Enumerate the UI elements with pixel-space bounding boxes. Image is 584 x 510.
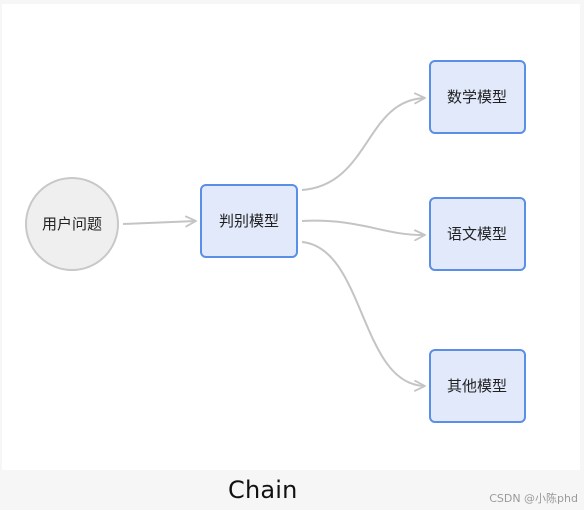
watermark: CSDN @小陈phd <box>489 492 578 505</box>
edge-judge-to-math <box>301 92 426 191</box>
node-user-question-label: 用户问题 <box>42 215 102 233</box>
node-user-question: 用户问题 <box>25 177 119 271</box>
node-judge-model-shape <box>200 184 298 258</box>
node-math-model: 数学模型 <box>429 60 526 134</box>
edge-user-to-judge <box>122 215 197 228</box>
node-math-model-label: 数学模型 <box>447 88 507 106</box>
node-judge-model: 判别模型 <box>200 184 298 258</box>
edge-judge-to-lang <box>301 219 426 242</box>
node-language-model: 语文模型 <box>429 197 526 271</box>
node-language-model-shape <box>429 197 526 271</box>
edge-judge-to-other <box>301 241 426 392</box>
diagram-caption: Chain <box>228 476 298 504</box>
node-math-model-shape <box>429 60 526 134</box>
node-user-question-shape <box>25 177 119 271</box>
node-judge-model-label: 判别模型 <box>219 212 279 230</box>
node-other-model-label: 其他模型 <box>447 377 507 395</box>
node-other-model: 其他模型 <box>429 349 526 423</box>
node-language-model-label: 语文模型 <box>447 225 507 243</box>
node-other-model-shape <box>429 349 526 423</box>
